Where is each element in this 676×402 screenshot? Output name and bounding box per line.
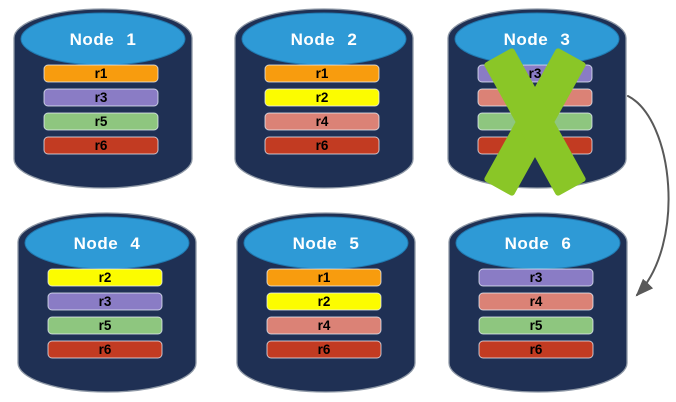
replica-bar (47, 340, 163, 359)
replica-label: r1 (95, 66, 108, 81)
replica-bar (43, 64, 159, 83)
node-1: Node 1 r1 r3 r5 r6 (13, 8, 193, 189)
replica-bar (264, 136, 380, 155)
replica-bar (47, 268, 163, 287)
replica-label: r3 (530, 270, 543, 285)
replica-label: r2 (316, 90, 329, 105)
replica-bar (266, 268, 382, 287)
replica-label: r2 (99, 270, 112, 285)
replica-bar (266, 316, 382, 335)
replica-label: r6 (316, 138, 329, 153)
replica-bar (264, 64, 380, 83)
node-2: Node 2 r1 r2 r4 r6 (234, 8, 414, 189)
failover-arrow (627, 95, 670, 297)
replica-bar (478, 268, 594, 287)
replica-label: r6 (530, 342, 543, 357)
replica-bar (264, 112, 380, 131)
replica-bar (47, 292, 163, 311)
replica-label: r3 (529, 66, 542, 81)
node-4: Node 4 r2 r3 r5 r6 (17, 212, 197, 393)
replica-bar (478, 316, 594, 335)
replica-bar (264, 88, 380, 107)
node-title: Node 5 (293, 234, 360, 253)
replica-bar (47, 316, 163, 335)
replica-bar (266, 292, 382, 311)
replica-label: r2 (318, 294, 331, 309)
replica-label: r3 (95, 90, 108, 105)
node-6: Node 6 r3 r4 r5 r6 (448, 212, 628, 393)
node-title: Node 4 (74, 234, 141, 253)
replica-label: r5 (95, 114, 108, 129)
replica-label: r4 (318, 318, 331, 333)
replica-bar (478, 292, 594, 311)
replica-bar (478, 340, 594, 359)
replica-label: r1 (316, 66, 329, 81)
failure-x-mark (484, 48, 586, 196)
replica-label: r5 (99, 318, 112, 333)
replica-bar (43, 88, 159, 107)
replica-label: r6 (318, 342, 331, 357)
node-title: Node 3 (504, 30, 571, 49)
replica-label: r6 (99, 342, 112, 357)
node-title: Node 6 (505, 234, 572, 253)
replica-bar (43, 112, 159, 131)
replica-label: r1 (318, 270, 331, 285)
replica-label: r4 (316, 114, 329, 129)
replica-label: r6 (95, 138, 108, 153)
x-stroke-icon (484, 48, 586, 196)
node-5: Node 5 r1 r2 r4 r6 (236, 212, 416, 393)
replica-bar (266, 340, 382, 359)
node-title: Node 2 (291, 30, 358, 49)
node-title: Node 1 (70, 30, 137, 49)
replica-bar (43, 136, 159, 155)
replica-label: r5 (530, 318, 543, 333)
replica-label: r3 (99, 294, 112, 309)
replica-label: r4 (530, 294, 543, 309)
